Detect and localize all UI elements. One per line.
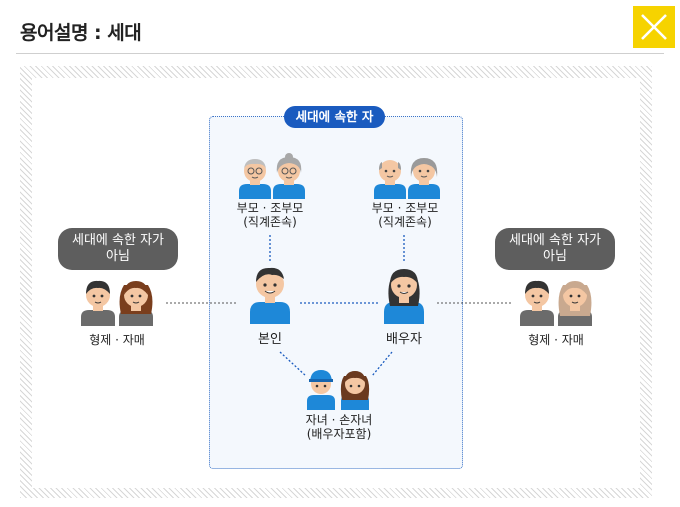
label-line: (배우자포함) — [306, 427, 372, 441]
label-line: (직계존속) — [243, 215, 297, 229]
spouse-person-icon — [384, 269, 424, 324]
left-siblings-label: 형제 · 자매 — [89, 333, 145, 347]
label-line: 부모 · 조부모 — [371, 201, 439, 215]
self-label: 본인 — [258, 332, 282, 347]
badge-line: 세대에 속한 자가 — [72, 233, 164, 248]
children-icon — [307, 370, 370, 410]
label-line: (직계존속) — [378, 215, 432, 229]
right-siblings-label: 형제 · 자매 — [528, 333, 584, 347]
spouse-label: 배우자 — [386, 332, 422, 347]
siblings-icon-left — [81, 280, 153, 326]
spouse-children-connector — [371, 351, 393, 377]
left-parents-label: 부모 · 조부모 (직계존속) — [225, 201, 315, 229]
right-parents-label: 부모 · 조부모 (직계존속) — [360, 201, 450, 229]
children-label: 자녀 · 손자녀 (배우자포함) — [290, 413, 388, 441]
grandparents-icon-right — [374, 158, 440, 199]
label-line: 부모 · 조부모 — [236, 201, 304, 215]
grandparents-icon-left — [239, 153, 305, 199]
header-divider — [16, 53, 664, 54]
siblings-icon-right — [520, 280, 592, 326]
self-children-connector — [279, 351, 307, 377]
badge-line: 아님 — [543, 249, 567, 264]
badge-line: 아님 — [106, 249, 130, 264]
label-line: 자녀 · 손자녀 — [305, 413, 373, 427]
household-label-badge: 세대에 속한 자 — [284, 106, 385, 128]
page-title: 용어설명 : 세대 — [20, 22, 142, 44]
close-button[interactable] — [633, 6, 675, 48]
close-icon — [641, 14, 667, 40]
not-household-badge-right: 세대에 속한 자가 아님 — [495, 228, 615, 270]
badge-line: 세대에 속한 자가 — [509, 233, 601, 248]
not-household-badge-left: 세대에 속한 자가 아님 — [58, 228, 178, 270]
self-person-icon — [250, 267, 290, 324]
